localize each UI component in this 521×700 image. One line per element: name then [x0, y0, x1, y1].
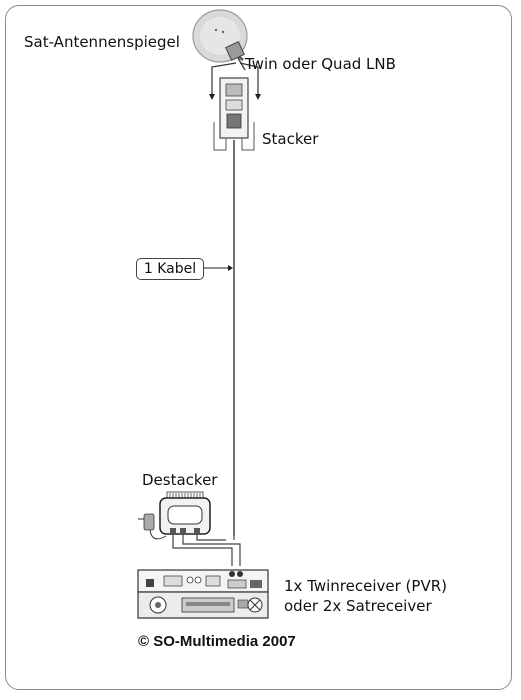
receiver-cables	[172, 533, 241, 566]
receiver-icon	[137, 569, 269, 619]
lnb-label: Twin oder Quad LNB	[245, 55, 396, 73]
arrow-left-down-icon	[209, 94, 215, 100]
copyright-text: © SO-Multimedia 2007	[138, 633, 296, 650]
arrow-right-down-icon	[255, 94, 261, 100]
destacker-label: Destacker	[142, 471, 218, 489]
dish-label: Sat-Antennenspiegel	[24, 33, 180, 51]
receiver-label-line2: oder 2x Satreceiver	[284, 597, 432, 615]
cable-label: 1 Kabel	[136, 258, 204, 280]
destacker-icon	[159, 491, 211, 535]
cable-arrow-icon	[228, 265, 233, 271]
lnb-cables	[211, 62, 259, 97]
lnb-icon	[225, 41, 246, 71]
diagram-frame	[5, 5, 512, 690]
receiver-label-line1: 1x Twinreceiver (PVR)	[284, 577, 447, 595]
power-plug-icon	[138, 513, 167, 540]
stacker-label: Stacker	[262, 130, 319, 148]
stacker-icon	[213, 77, 255, 151]
